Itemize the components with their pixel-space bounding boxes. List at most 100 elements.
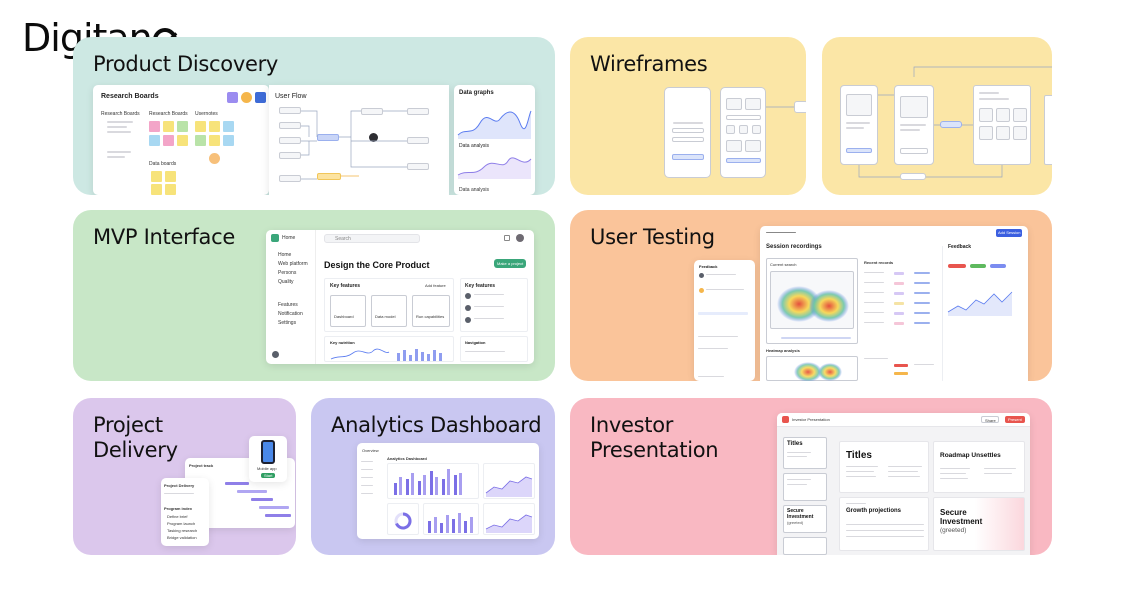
card-wireframes[interactable]: Wireframes <box>570 37 806 195</box>
data-graphs-panel: Data graphs Data analysis Data analysis <box>454 85 535 195</box>
slide-thumbnail[interactable]: Secure Investment (greeted) <box>783 505 827 533</box>
project-delivery-panel: Project Delivery Program index Define br… <box>161 478 209 546</box>
data-graph-chart <box>457 110 532 139</box>
share-button[interactable]: Share <box>981 416 999 423</box>
wireframe-phone <box>664 87 711 178</box>
flow-node <box>940 121 962 128</box>
feature-card[interactable]: Run capabilities <box>412 295 450 327</box>
data-analysis-chart <box>457 157 532 179</box>
card-title-line2: Delivery <box>93 438 178 462</box>
recording-player[interactable]: Current search <box>766 258 858 344</box>
mvp-sidebar: Home Home Web platform Persons Quality F… <box>266 230 316 364</box>
heatmap-overlay <box>794 362 842 381</box>
session-recordings-window: Add Session Session recordings Current s… <box>760 226 1028 381</box>
user-flow-heading: User Flow <box>275 93 307 100</box>
bell-icon[interactable] <box>504 235 510 241</box>
research-boards-panel: Research Boards Research Boards Research… <box>93 85 269 195</box>
slide-growth[interactable]: Growth projections <box>839 497 929 551</box>
analytics-window: Overview Analytics Dashboard <box>357 443 539 539</box>
analytics-bar-chart-2 <box>428 513 473 533</box>
search-input[interactable]: Search <box>324 234 420 243</box>
flow-connectors <box>301 110 407 180</box>
slide-secure-investment[interactable]: Secure Investment (greeted) <box>933 497 1025 551</box>
mvp-line-chart <box>330 348 390 360</box>
slide-thumbnail[interactable] <box>783 537 827 555</box>
board-column-label: Data boards <box>149 161 177 167</box>
partial-screen <box>1044 95 1052 165</box>
sidebar-item-notification[interactable]: Notification <box>278 311 303 317</box>
wireframe-phone <box>894 85 934 165</box>
avatar <box>255 92 266 103</box>
board-column-label: Research Boards <box>101 111 140 117</box>
card-wireframes-flow[interactable] <box>822 37 1052 195</box>
sidebar-item-features[interactable]: Features <box>278 302 298 308</box>
phone-icon <box>261 440 275 464</box>
user-flow-panel: User Flow <box>269 85 449 195</box>
card-mvp-interface[interactable]: MVP Interface Home Home Web platform Per… <box>73 210 555 381</box>
card-title: Investor Presentation <box>590 413 719 463</box>
card-title-line1: Investor <box>590 413 674 437</box>
wireframe-screen <box>973 85 1031 165</box>
user-avatar <box>272 351 279 358</box>
presentation-toolbar: Investor Presentation Share Present <box>777 413 1030 427</box>
feature-card[interactable]: Data model <box>371 295 407 327</box>
card-title: User Testing <box>590 225 715 249</box>
connector-node <box>794 101 806 113</box>
card-product-discovery[interactable]: Product Discovery Research Boards Resear… <box>73 37 555 195</box>
card-title: Project Delivery <box>93 413 178 463</box>
mvp-app-window: Home Home Web platform Persons Quality F… <box>266 230 534 364</box>
sidebar-item-home[interactable]: Home <box>278 252 292 258</box>
board-column-label: Usernotes <box>195 111 218 117</box>
app-name: Home <box>282 235 296 241</box>
data-graphs-heading: Data graphs <box>459 90 494 96</box>
new-session-button[interactable]: Add Session <box>996 229 1022 237</box>
key-features-list: Key features <box>460 278 528 332</box>
sidebar-item-persons[interactable]: Persons <box>278 270 297 276</box>
present-button[interactable]: Present <box>1005 416 1025 423</box>
wireframe-phone <box>840 85 878 165</box>
user-avatar[interactable] <box>516 234 524 242</box>
sidebar-item-settings[interactable]: Settings <box>278 320 297 326</box>
session-recordings-title: Session recordings <box>766 244 822 250</box>
user-avatar <box>369 133 378 142</box>
heatmap-overlay <box>777 286 849 322</box>
mvp-bar-chart <box>397 349 442 361</box>
avatar <box>241 92 252 103</box>
card-user-testing[interactable]: User Testing Feedback Add Session Sessio… <box>570 210 1052 381</box>
data-analysis-footer: Data analysis <box>459 187 490 193</box>
card-analytics-dashboard[interactable]: Analytics Dashboard Overview Analytics D… <box>311 398 555 555</box>
start-button[interactable]: Start <box>261 473 275 478</box>
slide-titles[interactable]: Titles <box>839 441 929 493</box>
sidebar-item-quality[interactable]: Quality <box>278 279 294 285</box>
board-column-label: Research Boards <box>149 111 188 117</box>
key-features-panel: Key features Add feature Dashboard Data … <box>324 278 454 332</box>
card-investor-presentation[interactable]: Investor Presentation Investor Presentat… <box>570 398 1052 555</box>
app-logo-icon <box>782 416 789 423</box>
analytics-donut-chart <box>394 512 412 530</box>
analytics-area-chart <box>485 476 533 497</box>
slide-roadmap[interactable]: Roadmap Unsettles <box>933 441 1025 493</box>
slide-thumbnail[interactable] <box>783 473 827 501</box>
feature-card[interactable]: Dashboard <box>330 295 366 327</box>
card-title: Analytics Dashboard <box>331 413 542 437</box>
card-title: MVP Interface <box>93 225 235 249</box>
flow-node <box>900 173 926 180</box>
mvp-headline: Design the Core Product <box>324 260 430 270</box>
data-analysis-heading: Data analysis <box>459 143 490 149</box>
feedback-chart <box>947 291 1013 316</box>
card-title-line2: Presentation <box>590 438 719 462</box>
presentation-app-window: Investor Presentation Share Present Titl… <box>777 413 1030 555</box>
slide-thumbnail[interactable]: Titles <box>783 437 827 469</box>
sidebar-item-web-platform[interactable]: Web platform <box>278 261 308 267</box>
search-placeholder: Search <box>335 236 351 242</box>
wireframe-connectors <box>766 106 794 108</box>
make-project-button[interactable]: Make a project <box>494 259 526 268</box>
avatar <box>227 92 238 103</box>
wireframe-flow-connectors <box>858 66 1052 178</box>
analytics-bar-chart <box>394 469 462 495</box>
card-project-delivery[interactable]: Project Delivery Project track Project D… <box>73 398 296 555</box>
wireframe-phone <box>720 87 766 178</box>
app-logo-icon <box>271 234 279 242</box>
mobile-app-card: Mobile app Start <box>249 436 287 482</box>
research-boards-heading: Research Boards <box>101 93 159 100</box>
